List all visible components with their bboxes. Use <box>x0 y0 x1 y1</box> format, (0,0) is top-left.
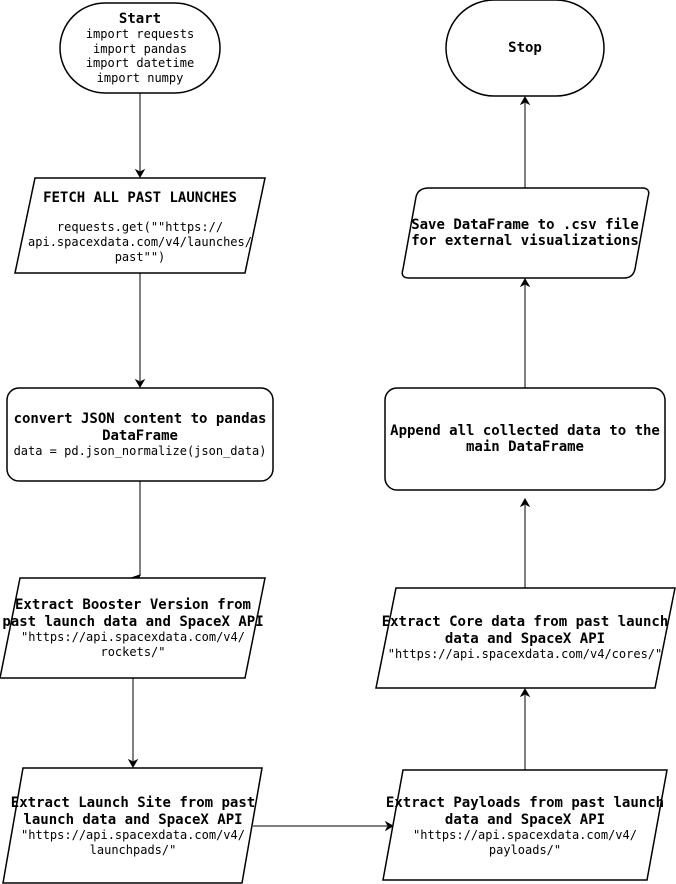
core-title-1: Extract Core data from past launch <box>382 614 669 630</box>
extract-payloads-node[interactable]: Extract Payloads from past launch data a… <box>382 769 668 881</box>
booster-title-1: Extract Booster Version from <box>15 597 251 613</box>
booster-line-1: "https://api.spacexdata.com/v4/ <box>21 630 245 644</box>
append-title-1: Append all collected data to the <box>390 423 660 439</box>
launchsite-line-2: launchpads/" <box>90 843 177 857</box>
edges <box>127 93 531 832</box>
edge-launchsite-to-payloads <box>253 820 395 832</box>
launchsite-title-2: launch data and SpaceX API <box>23 812 242 828</box>
start-line-3: import datetime <box>86 56 194 70</box>
convert-json-node[interactable]: convert JSON content to pandas DataFrame… <box>6 387 274 482</box>
edge-booster-to-launchsite <box>127 678 139 769</box>
convert-line-1: data = pd.json_normalize(json_data) <box>14 444 267 458</box>
edge-core-to-append <box>519 497 531 588</box>
convert-title-2: DataFrame <box>102 428 178 444</box>
edge-save-to-stop <box>519 95 531 188</box>
save-csv-node[interactable]: Save DataFrame to .csv file for external… <box>401 187 650 279</box>
append-data-node[interactable]: Append all collected data to the main Da… <box>384 387 666 491</box>
start-line-1: import requests <box>86 27 194 41</box>
extract-launchsite-node[interactable]: Extract Launch Site from past launch dat… <box>2 767 263 884</box>
booster-title-2: past launch data and SpaceX API <box>2 614 263 630</box>
stop-node[interactable]: Stop <box>445 0 605 97</box>
core-title-2: data and SpaceX API <box>445 631 605 647</box>
save-title-2: for external visualizations <box>411 233 639 249</box>
booster-line-2: rockets/" <box>100 645 165 659</box>
edge-payloads-to-core <box>519 687 531 770</box>
start-node[interactable]: Start import requests import pandas impo… <box>59 2 221 94</box>
payloads-title-2: data and SpaceX API <box>445 812 605 828</box>
edge-convert-to-booster <box>129 481 141 581</box>
fetch-launches-node[interactable]: FETCH ALL PAST LAUNCHES requests.get(""h… <box>14 177 266 274</box>
core-line-1: "https://api.spacexdata.com/v4/cores/" <box>388 647 663 661</box>
launchsite-title-1: Extract Launch Site from past <box>11 795 255 811</box>
extract-booster-node[interactable]: Extract Booster Version from past launch… <box>0 577 266 679</box>
start-line-4: import numpy <box>97 71 184 85</box>
start-line-2: import pandas <box>93 42 187 56</box>
stop-title: Stop <box>508 40 542 56</box>
convert-title-1: convert JSON content to pandas <box>14 411 267 427</box>
payloads-line-1: "https://api.spacexdata.com/v4/ <box>413 828 637 842</box>
extract-core-node[interactable]: Extract Core data from past launch data … <box>375 587 676 689</box>
save-title-1: Save DataFrame to .csv file <box>411 217 639 233</box>
start-title: Start <box>119 11 161 27</box>
fetch-title: FETCH ALL PAST LAUNCHES <box>43 190 237 206</box>
payloads-line-2: payloads/" <box>489 843 561 857</box>
edge-start-to-fetch <box>134 93 146 179</box>
payloads-title-1: Extract Payloads from past launch <box>386 795 664 811</box>
append-title-2: main DataFrame <box>466 439 584 455</box>
edge-fetch-to-convert <box>134 273 146 389</box>
edge-append-to-save <box>519 277 531 388</box>
fetch-line-3: past"") <box>115 250 166 264</box>
fetch-line-2: api.spacexdata.com/v4/launches/ <box>28 235 252 249</box>
launchsite-line-1: "https://api.spacexdata.com/v4/ <box>21 828 245 842</box>
fetch-line-1: requests.get(""https:// <box>57 220 223 234</box>
